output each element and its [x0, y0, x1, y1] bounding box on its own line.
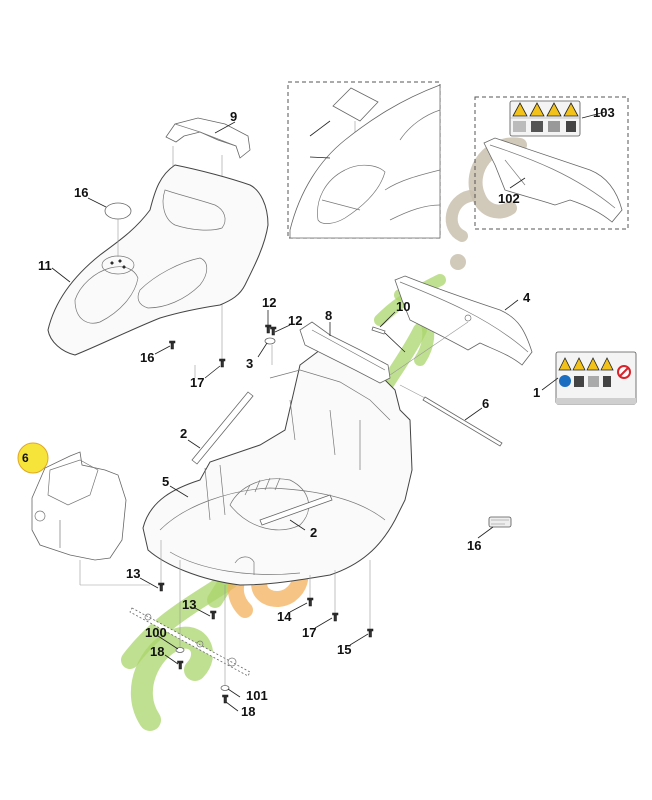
warning-triangle-icon: [563, 102, 579, 117]
callout-6[interactable]: 6: [22, 451, 29, 465]
watermark-grey-dot: [450, 254, 466, 270]
warning-label-1: [555, 351, 637, 405]
callout-12a[interactable]: 12: [262, 295, 276, 310]
keep-distance-icon: [531, 121, 543, 132]
remove-key-icon: [603, 376, 611, 387]
callout-8[interactable]: 8: [325, 308, 332, 323]
screw-16a: [169, 340, 176, 350]
warning-hand-icon: [586, 357, 600, 371]
screw-17a: [177, 660, 184, 670]
label-103-shape: [332, 87, 379, 122]
screw-17b: [222, 694, 229, 704]
rail-bracket-8: [299, 321, 391, 384]
read-manual-icon: [559, 375, 571, 387]
leader-lines: [51, 111, 606, 712]
washer-18b: [220, 685, 230, 691]
callout-18a[interactable]: 100: [145, 625, 167, 640]
callout-101[interactable]: 103: [593, 105, 615, 120]
screw-13c: [307, 597, 314, 607]
callout-18b[interactable]: 101: [246, 688, 268, 703]
warning-triangle-icon: [600, 357, 614, 371]
kit-box-100: [474, 96, 629, 230]
strip-2-deck: [259, 494, 333, 526]
seal-15: [104, 202, 132, 257]
remove-key-icon: [566, 121, 576, 132]
callouts: 9 16 11 16 17 12 12 3 8 10 4 1 6 2 5 2 1…: [22, 105, 615, 719]
warning-blade-icon: [529, 102, 545, 117]
cover-fragment-102: [289, 84, 441, 239]
debris-icon: [548, 121, 560, 132]
read-manual-icon: [513, 121, 526, 132]
callout-4[interactable]: 4: [523, 290, 531, 305]
callout-1[interactable]: 1: [533, 385, 540, 400]
callout-100[interactable]: 102: [498, 191, 520, 206]
rear-flap-kit-shape: [483, 137, 623, 223]
highlight-badge-6[interactable]: [17, 442, 49, 474]
callout-15[interactable]: 16: [74, 185, 88, 200]
mower-deck-5: [142, 349, 413, 586]
top-cover-11: [47, 164, 269, 356]
callout-9[interactable]: 9: [230, 109, 237, 124]
callout-14[interactable]: 16: [467, 538, 481, 553]
callout-3[interactable]: 3: [246, 356, 253, 371]
rear-flap-4: [389, 275, 533, 376]
warning-triangle-icon: [558, 357, 572, 371]
screw-13a: [158, 582, 165, 592]
spring-10: [371, 326, 406, 353]
screw-16b: [219, 358, 226, 368]
screws-12: [265, 324, 277, 336]
kit-102-contents: [289, 84, 441, 239]
axle: [129, 607, 251, 677]
keep-distance-icon: [574, 376, 584, 387]
watermark-grey-o: [445, 190, 476, 242]
callout-7[interactable]: 6: [482, 396, 489, 411]
screw-13b: [210, 610, 217, 620]
warning-hand-icon: [546, 102, 562, 117]
callout-11[interactable]: 11: [38, 258, 52, 273]
guide-lines: [160, 365, 371, 688]
callout-2b[interactable]: 2: [310, 525, 317, 540]
screw-13d: [367, 628, 374, 638]
warning-blade-icon: [572, 357, 586, 371]
callout-10[interactable]: 10: [396, 299, 410, 314]
battery-cover-6: [31, 451, 150, 586]
callout-17a[interactable]: 18: [150, 644, 164, 659]
kit-100-contents: [483, 100, 623, 223]
screw-16c: [332, 612, 339, 622]
screws: [158, 340, 374, 704]
callout-13b[interactable]: 13: [182, 597, 196, 612]
callout-13c[interactable]: 14: [277, 609, 292, 624]
callout-13d[interactable]: 15: [337, 642, 351, 657]
callout-12b[interactable]: 12: [288, 313, 302, 328]
callout-16a[interactable]: 16: [140, 350, 154, 365]
rod-7: [399, 384, 503, 447]
callout-17b[interactable]: 18: [241, 704, 255, 719]
type-plate-14: [488, 516, 512, 528]
callout-13a[interactable]: 13: [126, 566, 140, 581]
debris-icon: [588, 376, 599, 387]
warning-label-101: [509, 100, 581, 137]
clip-3: [264, 337, 276, 365]
callout-5[interactable]: 5: [162, 474, 169, 489]
callout-16c[interactable]: 17: [302, 625, 316, 640]
strip-2-rail: [191, 391, 254, 465]
warning-triangle-icon: [512, 102, 528, 117]
callout-16b[interactable]: 17: [190, 375, 204, 390]
watermark-green-stroke-1: [130, 626, 213, 731]
callout-2a[interactable]: 2: [180, 426, 187, 441]
